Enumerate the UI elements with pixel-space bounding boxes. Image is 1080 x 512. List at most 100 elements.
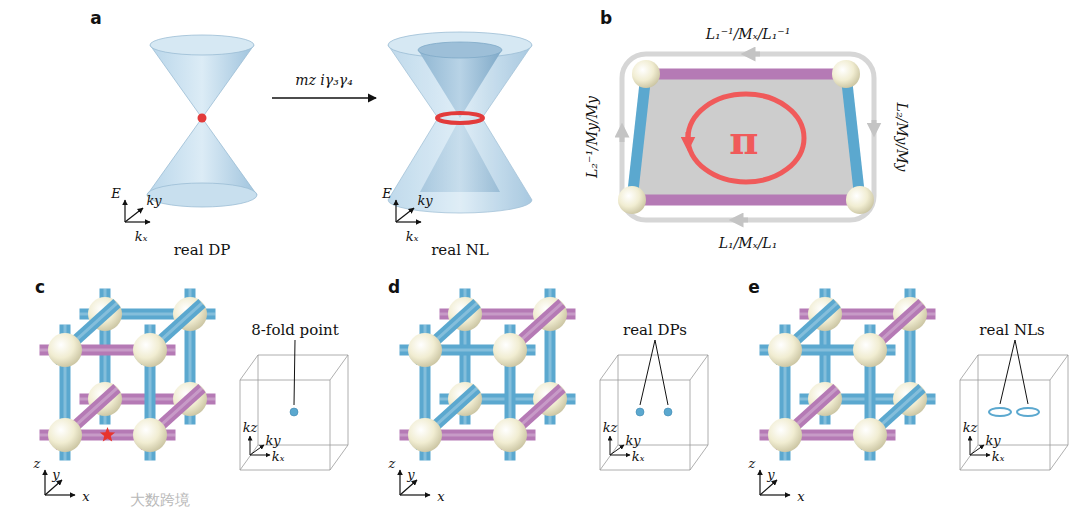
lattice-site bbox=[408, 418, 442, 452]
axis-label: ky bbox=[625, 434, 640, 447]
axes bbox=[760, 470, 790, 495]
leader-line bbox=[655, 340, 668, 405]
axis-label: kz bbox=[243, 421, 258, 434]
math-label: L₂/My/My bbox=[895, 103, 909, 172]
lattice-site bbox=[408, 333, 442, 367]
plaquette bbox=[618, 54, 874, 220]
lattice-site bbox=[768, 418, 802, 452]
panel-letter: a bbox=[90, 10, 101, 27]
cube-edge bbox=[600, 445, 618, 470]
axis-label: E bbox=[382, 187, 392, 200]
watermark: 大数跨境 bbox=[130, 493, 190, 508]
math-label: L₁/Mₓ/L₁ bbox=[719, 236, 778, 250]
dirac-cone bbox=[147, 35, 257, 207]
axis-arrow bbox=[970, 445, 984, 455]
axis-arrow bbox=[44, 470, 45, 495]
axis-label: x bbox=[797, 490, 804, 503]
axis-arrow bbox=[610, 455, 630, 456]
cube-edge bbox=[1050, 445, 1068, 470]
axes bbox=[125, 200, 421, 222]
band-point bbox=[636, 408, 644, 416]
axis-label: kₓ bbox=[272, 450, 285, 463]
axis-label: ky bbox=[265, 434, 280, 447]
cube-edge bbox=[690, 355, 708, 380]
axis-label: z bbox=[389, 457, 396, 470]
axis-label: x bbox=[82, 490, 89, 503]
axes bbox=[45, 470, 75, 495]
axis-label: kₓ bbox=[992, 450, 1005, 463]
axis-label: kₓ bbox=[632, 450, 645, 463]
axis-label: y bbox=[52, 468, 59, 481]
leader-line bbox=[1000, 340, 1015, 404]
flux-symbol: π bbox=[729, 120, 758, 160]
cube-face bbox=[960, 380, 1050, 470]
axis-label: z bbox=[34, 457, 41, 470]
axis-label: E bbox=[111, 187, 121, 200]
lattice-site bbox=[48, 333, 82, 367]
lattice bbox=[400, 289, 576, 461]
axis-label: z bbox=[749, 457, 756, 470]
axis-label: kz bbox=[603, 421, 618, 434]
lattice-site bbox=[133, 333, 167, 367]
transition-arrow bbox=[272, 97, 376, 98]
star-marker bbox=[100, 427, 115, 442]
axes bbox=[400, 470, 430, 495]
axis-arrow bbox=[760, 494, 790, 495]
caption-label: real DPs bbox=[623, 323, 687, 338]
cube-face bbox=[240, 380, 330, 470]
axis-arrow bbox=[400, 494, 430, 495]
axis-arrow bbox=[760, 480, 777, 495]
nodal-ring bbox=[989, 408, 1011, 416]
axis-label: ky bbox=[146, 194, 161, 207]
band-point bbox=[290, 408, 298, 416]
lattice-site bbox=[768, 333, 802, 367]
lattice-site bbox=[493, 418, 527, 452]
cube-edge bbox=[960, 355, 978, 380]
cube-edge bbox=[330, 355, 348, 380]
axis-label: ky bbox=[985, 434, 1000, 447]
lattice bbox=[760, 289, 936, 461]
axis-arrow bbox=[250, 436, 251, 455]
caption-label: real NLs bbox=[979, 323, 1044, 338]
axis-arrow bbox=[250, 445, 264, 455]
panel-letter: b bbox=[600, 10, 612, 27]
cube-edge bbox=[600, 355, 618, 380]
axis-arrow bbox=[610, 436, 611, 455]
cube-face bbox=[600, 380, 690, 470]
lattice bbox=[40, 289, 216, 461]
axis-label: y bbox=[407, 468, 414, 481]
caption-label: 8-fold point bbox=[251, 323, 338, 338]
axis-arrow bbox=[45, 480, 62, 495]
math-label: mz iγ₃γ₄ bbox=[295, 73, 353, 87]
band-point bbox=[664, 408, 672, 416]
lattice-site bbox=[853, 333, 887, 367]
axis-arrow bbox=[610, 445, 624, 455]
caption-label: real DP bbox=[174, 243, 231, 258]
bz-cube bbox=[960, 355, 1068, 470]
axis-label: y bbox=[767, 468, 774, 481]
panel-letter: d bbox=[388, 279, 400, 296]
cube-face bbox=[618, 355, 708, 445]
nodal-ring bbox=[1017, 408, 1039, 416]
lattice-site bbox=[48, 418, 82, 452]
panel-letter: e bbox=[748, 279, 760, 296]
cube-edge bbox=[330, 445, 348, 470]
cube-face bbox=[978, 355, 1068, 445]
axis-label: kₓ bbox=[406, 230, 419, 243]
math-label: L₁⁻¹/Mₓ/L₁⁻¹ bbox=[706, 27, 791, 41]
lattice-site bbox=[133, 418, 167, 452]
cube-edge bbox=[960, 445, 978, 470]
cube-edge bbox=[240, 355, 258, 380]
axis-label: ky bbox=[417, 194, 432, 207]
axis-arrow bbox=[970, 455, 990, 456]
axis-arrow bbox=[400, 480, 417, 495]
axis-label: x bbox=[437, 490, 444, 503]
leader-line bbox=[640, 340, 655, 405]
cube-face bbox=[258, 355, 348, 445]
leader-line bbox=[294, 340, 295, 405]
axis-arrow bbox=[45, 494, 75, 495]
lattice-site bbox=[493, 333, 527, 367]
lattice-site bbox=[853, 418, 887, 452]
math-label: L₂⁻¹/My/My bbox=[585, 96, 599, 178]
